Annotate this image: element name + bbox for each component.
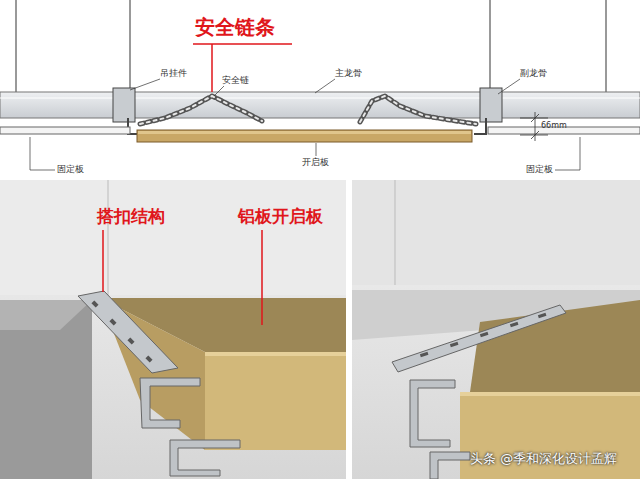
part-label: 副龙骨 (520, 68, 547, 78)
dimension-label: 66mm (541, 121, 567, 130)
part-label: 主龙骨 (335, 68, 362, 78)
part-label: 吊挂件 (160, 68, 187, 78)
watermark: 头条 @季和深化设计孟辉 (470, 452, 617, 467)
part-label: 安全链 (222, 75, 249, 85)
heading-label: 铝板开启板 (238, 207, 323, 227)
heading-label: 安全链条 (195, 16, 275, 39)
part-label: 开启板 (302, 157, 329, 167)
heading-label: 搭扣结构 (97, 207, 165, 227)
part-label: 固定板 (526, 164, 553, 174)
part-label: 固定板 (57, 164, 84, 174)
